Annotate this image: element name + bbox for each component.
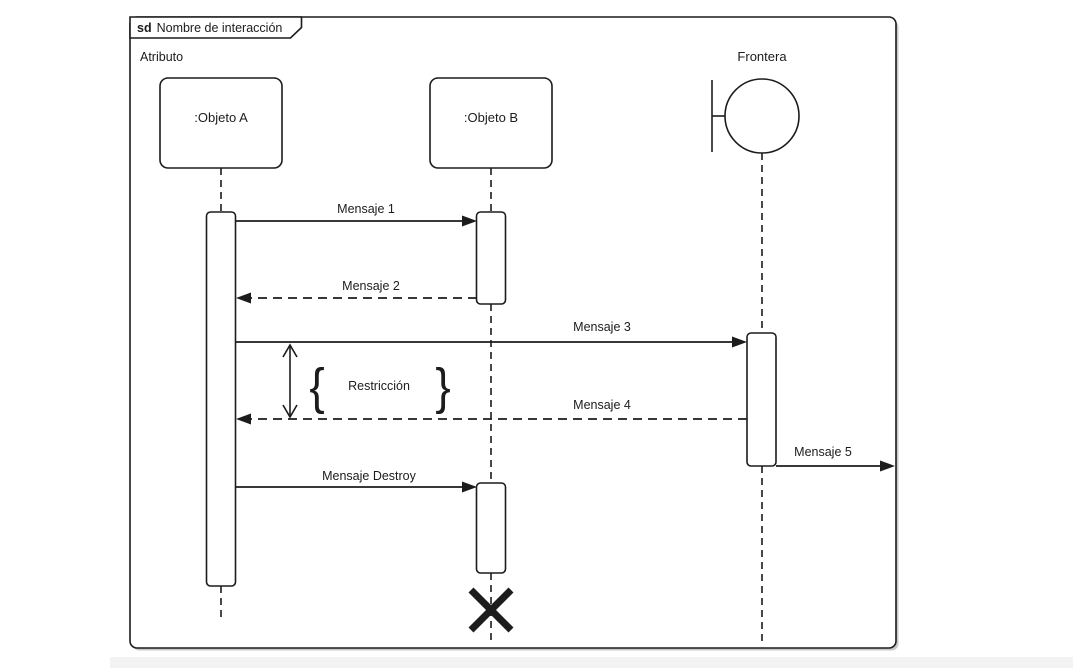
message-1-arrowhead bbox=[462, 215, 477, 227]
destroy-x-icon bbox=[468, 587, 514, 633]
constraint-label: Restricción bbox=[348, 379, 410, 393]
boundary-icon bbox=[711, 78, 800, 154]
interaction-frame bbox=[129, 16, 897, 649]
message-3-label: Mensaje 3 bbox=[573, 320, 631, 334]
message-5-arrowhead bbox=[880, 460, 895, 472]
message-destroy-arrowhead bbox=[462, 481, 477, 493]
constraint-open-brace: { bbox=[309, 357, 325, 415]
message-destroy-label: Mensaje Destroy bbox=[322, 469, 416, 483]
page-bottom-strip bbox=[110, 657, 1073, 668]
message-3-arrowhead bbox=[732, 336, 747, 348]
frame-title: sd Nombre de interacción bbox=[137, 21, 282, 35]
message-1-label: Mensaje 1 bbox=[337, 202, 395, 216]
message-2-label: Mensaje 2 bbox=[342, 279, 400, 293]
attribute-label: Atributo bbox=[140, 50, 184, 64]
frontera-name: Frontera bbox=[737, 49, 787, 64]
frame-title-text: Nombre de interacción bbox=[156, 21, 283, 35]
frontera-activation bbox=[746, 332, 777, 467]
duration-constraint-arrow bbox=[282, 343, 298, 419]
objeto-b-activation-2 bbox=[475, 482, 507, 574]
objeto-a-name: :Objeto A bbox=[194, 110, 248, 125]
message-4-label: Mensaje 4 bbox=[573, 398, 631, 412]
message-4-arrowhead bbox=[236, 413, 251, 425]
objeto-b-name: :Objeto B bbox=[463, 110, 519, 125]
objeto-a-activation bbox=[205, 211, 237, 587]
constraint-close-brace: } bbox=[435, 357, 451, 415]
frame-operator: sd bbox=[137, 21, 152, 35]
frame-name-pentagon bbox=[129, 16, 303, 39]
message-2-arrowhead bbox=[236, 292, 251, 304]
objeto-b-activation-1 bbox=[475, 211, 507, 305]
message-5-label: Mensaje 5 bbox=[794, 445, 852, 459]
